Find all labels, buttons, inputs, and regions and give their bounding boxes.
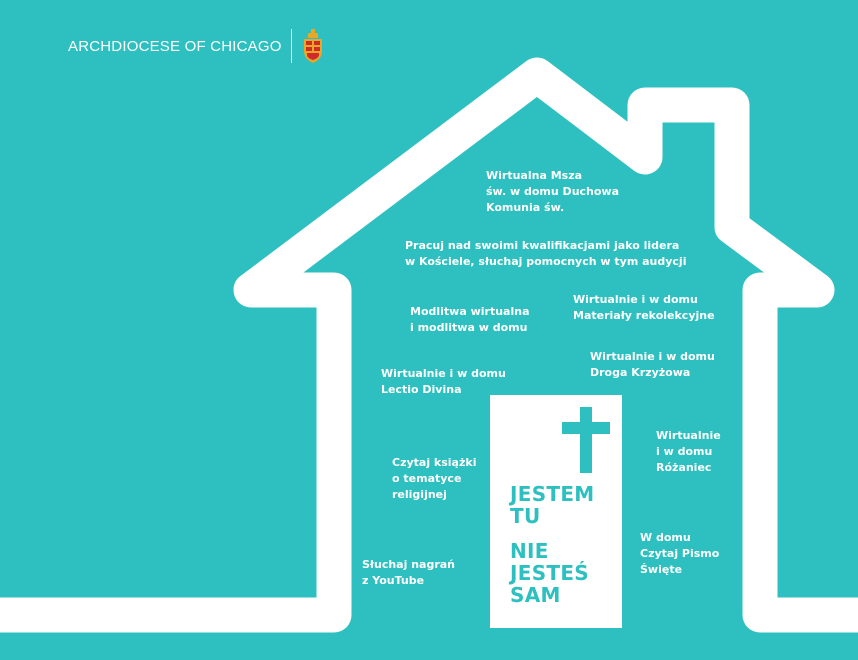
activity-prayer: Modlitwa wirtualna i modlitwa w domu [410,305,530,334]
activity-rosary: Wirtualnie i w domu Różaniec [656,429,721,474]
door-message-2: NIE JESTEŚ SAM [510,539,590,607]
brand-header: ARCHDIOCESE OF CHICAGO [68,29,324,63]
activity-leadership: Pracuj nad swoimi kwalifikacjami jako li… [405,239,687,268]
archdiocese-crest-icon [303,29,322,63]
door-panel: JESTEM TU NIE JESTEŚ SAM [490,395,622,628]
activity-books: Czytaj książki o tematyce religijnej [392,456,477,501]
cross-icon [562,407,610,473]
brand-name: ARCHDIOCESE OF CHICAGO [68,37,282,55]
activity-scripture: W domu Czytaj Pismo Święte [640,531,720,576]
brand-divider [290,29,292,63]
activity-virtual-mass: Wirtualna Msza św. w domu Duchowa Komuni… [486,169,620,214]
activity-retreat: Wirtualnie i w domu Materiały rekolekcyj… [573,293,715,322]
activity-youtube: Słuchaj nagrań z YouTube [362,558,456,587]
door-message-1: JESTEM TU [510,482,595,528]
activity-stations: Wirtualnie i w domu Droga Krzyżowa [590,350,715,379]
activity-lectio: Wirtualnie i w domu Lectio Divina [381,367,506,396]
